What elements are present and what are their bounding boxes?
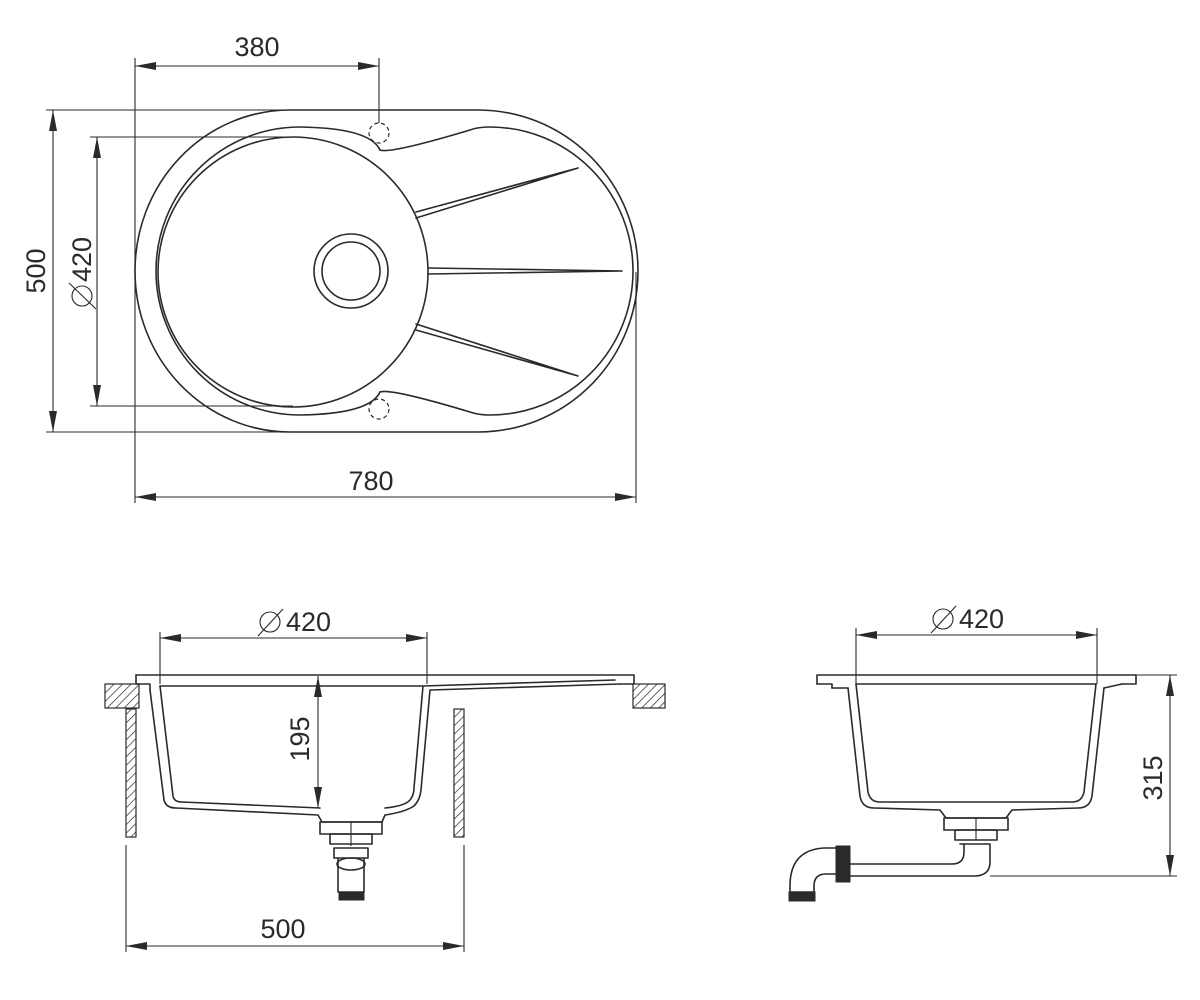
dim-label-195: 195 xyxy=(285,716,315,761)
top-view: 380 500 420 780 xyxy=(21,32,639,503)
dim-label-diameter-420-top: 420 xyxy=(67,237,97,310)
dim-label-diameter-420-side: 420 xyxy=(930,604,1004,634)
drainer-ribs xyxy=(415,167,623,377)
drainer-outline xyxy=(379,126,634,416)
tap-hole-bottom xyxy=(368,398,390,420)
svg-text:420: 420 xyxy=(286,607,331,637)
worktop-left xyxy=(104,683,140,709)
front-section-view: 420 195 500 xyxy=(104,607,666,952)
drain-outer-ring xyxy=(313,233,389,309)
front-bowl-outline xyxy=(149,683,621,823)
svg-text:420: 420 xyxy=(959,604,1004,634)
dim-label-315: 315 xyxy=(1138,755,1168,800)
cabinet-wall-right xyxy=(453,708,465,838)
side-section-view: 420 315 xyxy=(788,604,1177,902)
front-drain-fitting xyxy=(319,821,383,901)
svg-text:420: 420 xyxy=(67,237,97,282)
sink-outer-outline xyxy=(134,109,639,433)
dim-label-380: 380 xyxy=(234,32,279,62)
dim-label-diameter-420-front: 420 xyxy=(257,607,331,637)
dim-label-780: 780 xyxy=(348,466,393,496)
side-drain-fitting xyxy=(788,817,1009,902)
cabinet-wall-left xyxy=(125,708,137,838)
dim-label-500-depth: 500 xyxy=(21,248,51,293)
dim-label-500-cabinet: 500 xyxy=(260,914,305,944)
worktop-right xyxy=(632,683,666,709)
tap-hole-top xyxy=(368,122,390,144)
side-bowl-outline xyxy=(847,687,1105,819)
drain-inner-ring xyxy=(321,241,381,301)
sink-inner-rim xyxy=(155,126,381,416)
